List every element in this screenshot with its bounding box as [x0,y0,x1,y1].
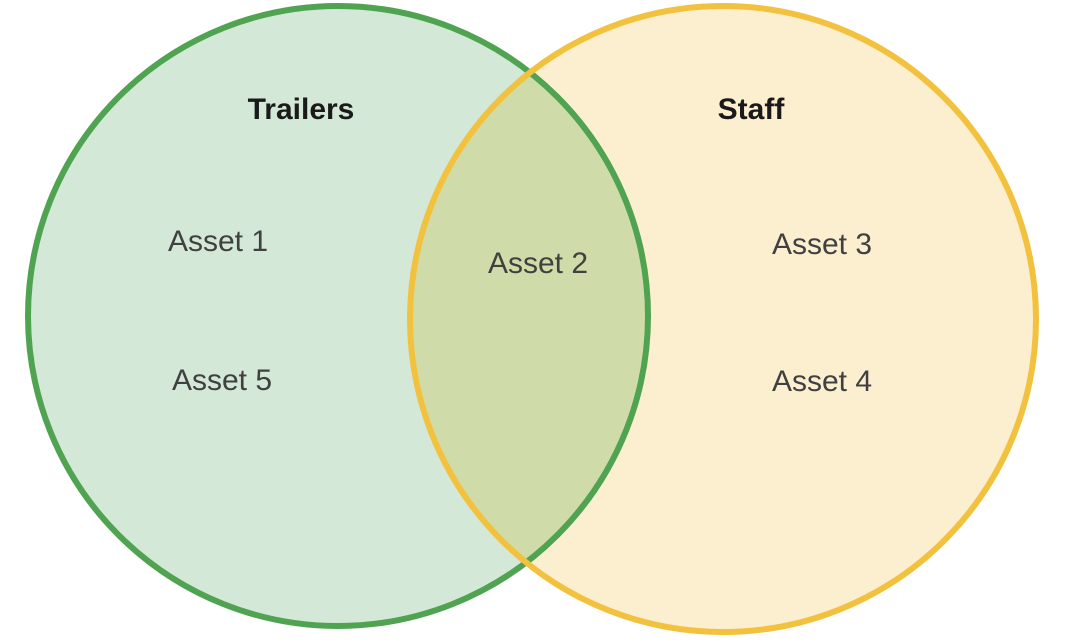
asset-4-label: Asset 4 [772,365,872,398]
asset-3-label: Asset 3 [772,228,872,261]
asset-2-label: Asset 2 [488,247,588,280]
intersection-region [410,72,649,563]
staff-circle-outline [407,3,1039,635]
trailers-circle-outline [25,3,651,629]
asset-5-label: Asset 5 [172,364,272,397]
trailers-set-label: Trailers [248,93,355,126]
staff-set-label: Staff [718,93,786,126]
asset-1-label: Asset 1 [168,225,268,258]
